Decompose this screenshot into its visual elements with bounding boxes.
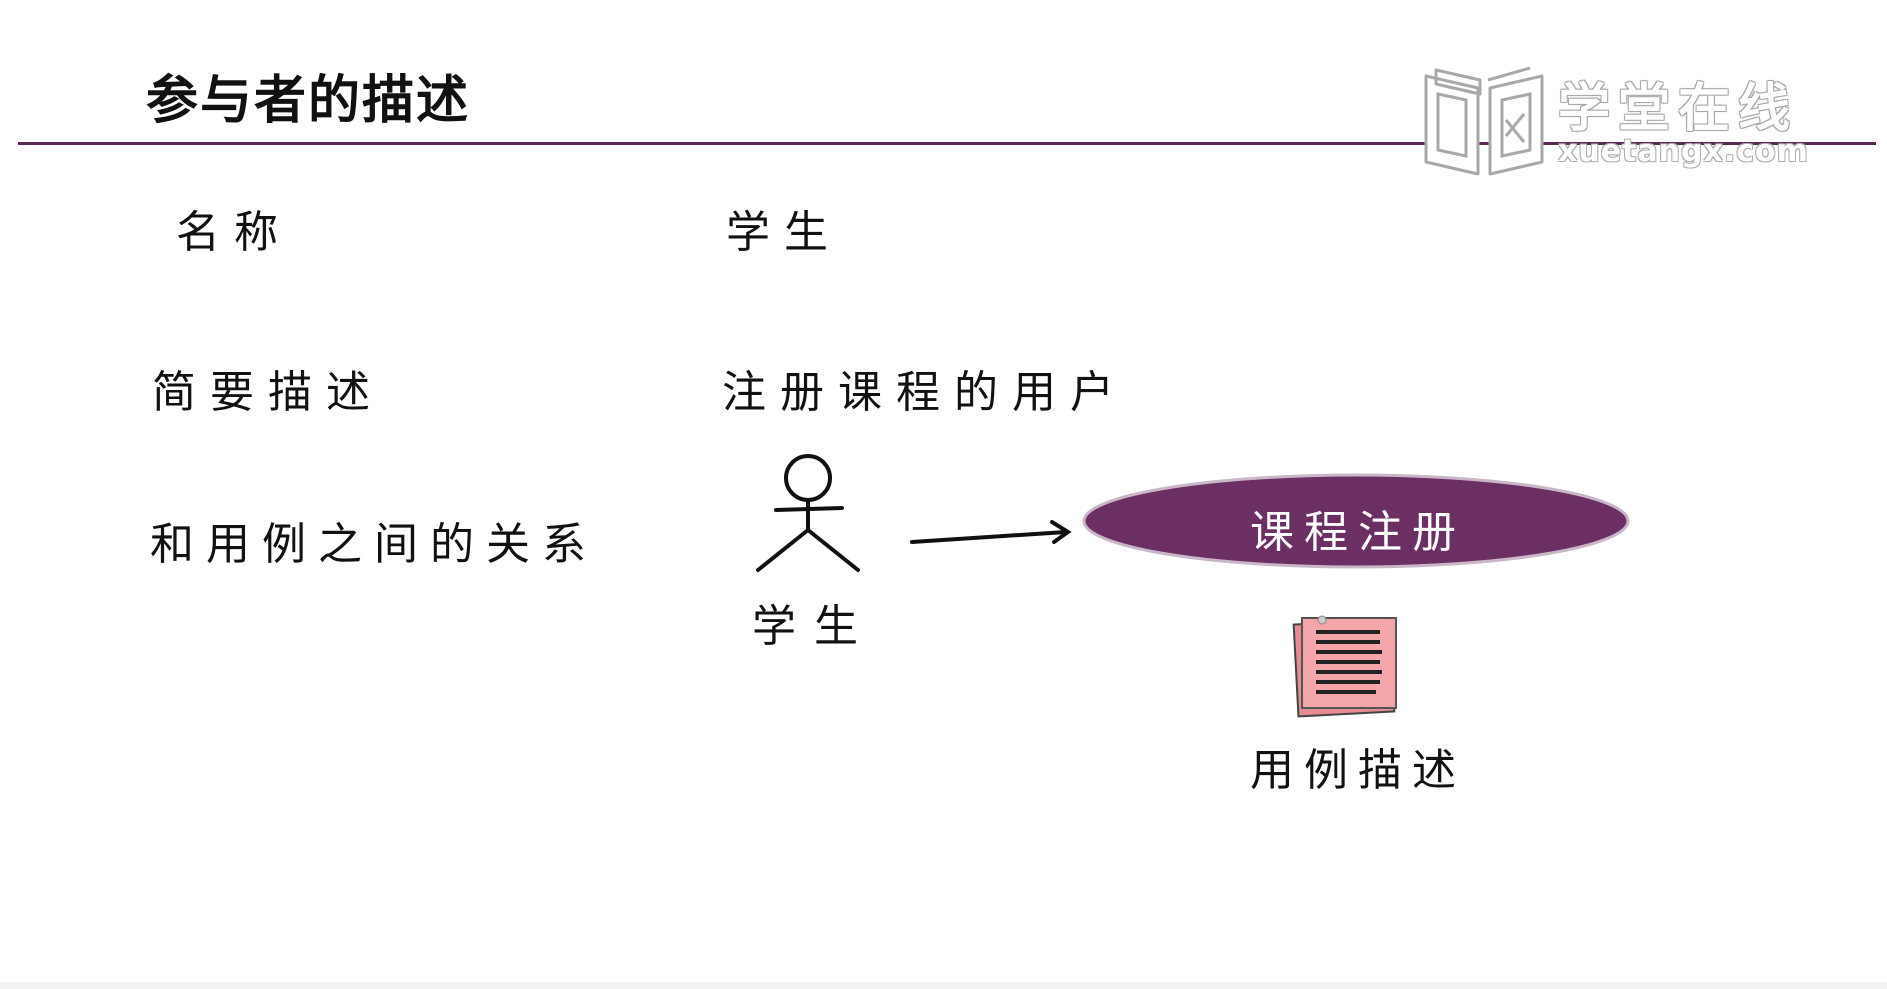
xuetangx-logo: 学堂在线 xuetangx.com: [1420, 64, 1820, 184]
row-value-brief-description: 注册课程的用户: [722, 367, 1128, 418]
slide-title: 参与者的描述: [146, 71, 471, 131]
row-label-relationship: 和用例之间的关系: [150, 519, 598, 570]
document-icon: [1292, 615, 1397, 718]
logo-domain-text: xuetangx.com: [1558, 134, 1809, 169]
logo-chinese-text: 学堂在线: [1558, 79, 1799, 139]
association-arrow: [910, 520, 1072, 544]
actor-label: 学生: [752, 601, 876, 652]
row-value-name: 学生: [726, 207, 842, 258]
row-label-brief-description: 简要描述: [152, 367, 384, 418]
use-case-label: 课程注册: [1250, 507, 1466, 558]
actor-stick-figure-icon: [756, 454, 860, 572]
open-book-icon: [1424, 66, 1544, 176]
row-label-name: 名称: [176, 207, 292, 258]
bottom-edge: [0, 982, 1887, 989]
title-divider: [18, 142, 1876, 145]
document-label: 用例描述: [1250, 745, 1466, 796]
